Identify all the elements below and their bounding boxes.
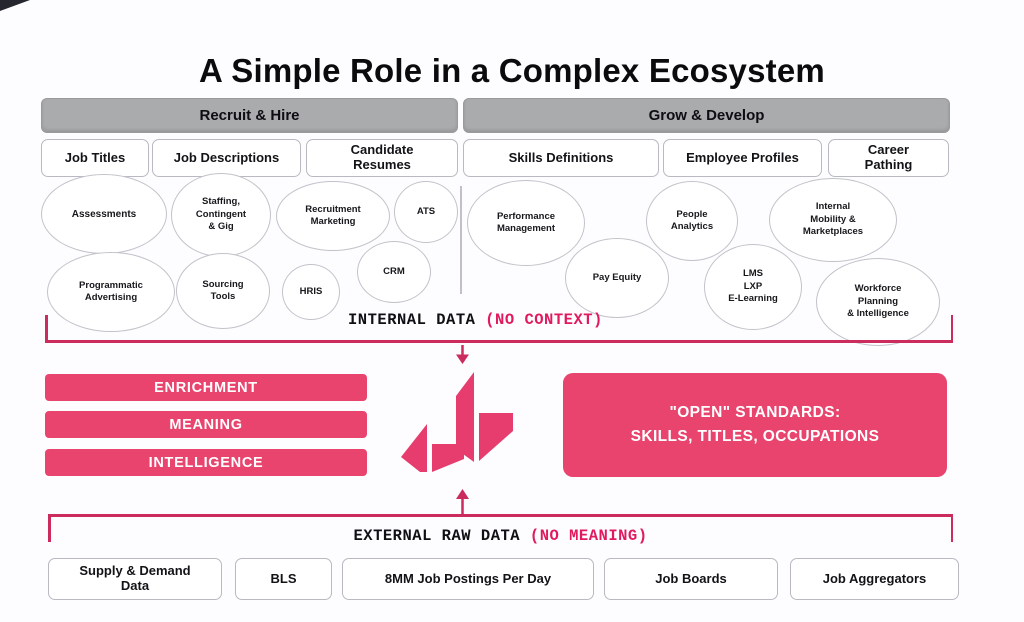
page-title: A Simple Role in a Complex Ecosystem <box>0 52 1024 90</box>
box-employee-profiles: Employee Profiles <box>663 139 822 177</box>
box-job-aggregators: Job Aggregators <box>790 558 959 600</box>
open-standards-line1: "OPEN" STANDARDS: <box>669 403 841 421</box>
external-data-text: EXTERNAL RAW DATA <box>353 527 530 545</box>
box-supply-demand-data: Supply & Demand Data <box>48 558 222 600</box>
lightcast-logo-icon <box>395 358 535 474</box>
section-header-grow-develop: Grow & Develop <box>463 98 950 133</box>
oval-ats: ATS <box>394 181 458 243</box>
oval-staffing-contingent-gig: Staffing, Contingent & Gig <box>171 173 271 257</box>
box-job-boards: Job Boards <box>604 558 778 600</box>
box-career-pathing: Career Pathing <box>828 139 949 177</box>
internal-bracket-end-right <box>950 315 953 342</box>
bar-intelligence: INTELLIGENCE <box>45 449 367 476</box>
screen-corner-artifact <box>0 0 30 11</box>
oval-crm: CRM <box>357 241 431 303</box>
box-job-descriptions: Job Descriptions <box>152 139 301 177</box>
oval-pay-equity: Pay Equity <box>565 238 669 318</box>
oval-workforce-planning-intelligence: Workforce Planning & Intelligence <box>816 258 940 346</box>
oval-internal-mobility-marketplaces: Internal Mobility & Marketplaces <box>769 178 897 262</box>
box-bls: BLS <box>235 558 332 600</box>
external-bracket-end-right <box>950 514 953 542</box>
internal-data-text: INTERNAL DATA <box>348 311 486 329</box>
oval-assessments: Assessments <box>41 174 167 254</box>
oval-lms-lxp-elearning: LMS LXP E-Learning <box>704 244 802 330</box>
external-bracket-line <box>48 514 953 517</box>
oval-programmatic-advertising: Programmatic Advertising <box>47 252 175 332</box>
oval-sourcing-tools: Sourcing Tools <box>176 253 270 329</box>
bar-meaning: MEANING <box>45 411 367 438</box>
internal-bracket-line <box>45 340 953 343</box>
bar-enrichment: ENRICHMENT <box>45 374 367 401</box>
external-bracket-end-left <box>48 514 51 542</box>
section-header-recruit-hire: Recruit & Hire <box>41 98 458 133</box>
internal-data-note: (NO CONTEXT) <box>485 311 603 329</box>
external-data-label: EXTERNAL RAW DATA (NO MEANING) <box>48 527 953 545</box>
oval-hris: HRIS <box>282 264 340 320</box>
title-part: Simple <box>231 52 351 90</box>
box-skills-definitions: Skills Definitions <box>463 139 659 177</box>
internal-bracket-end-left <box>45 315 48 342</box>
title-part: Ecosystem <box>648 52 825 90</box>
open-standards-line2: SKILLS, TITLES, OCCUPATIONS <box>630 428 880 445</box>
external-data-note: (NO MEANING) <box>529 527 648 545</box>
oval-performance-management: Performance Management <box>467 180 585 266</box>
box-8mm-job-postings: 8MM Job Postings Per Day <box>342 558 594 600</box>
title-part: Complex <box>498 52 649 90</box>
down-arrow-icon <box>455 345 470 364</box>
open-standards-box: "OPEN" STANDARDS: SKILLS, TITLES, OCCUPA… <box>563 373 947 477</box>
title-part: Role in a <box>350 52 499 90</box>
internal-data-label: INTERNAL DATA (NO CONTEXT) <box>348 311 603 329</box>
box-candidate-resumes: Candidate Resumes <box>306 139 458 177</box>
group-divider-line <box>460 186 462 294</box>
title-part: A <box>199 52 232 90</box>
oval-people-analytics: People Analytics <box>646 181 738 261</box>
up-arrow-icon <box>455 489 470 514</box>
box-job-titles: Job Titles <box>41 139 149 177</box>
oval-recruitment-marketing: Recruitment Marketing <box>276 181 390 251</box>
